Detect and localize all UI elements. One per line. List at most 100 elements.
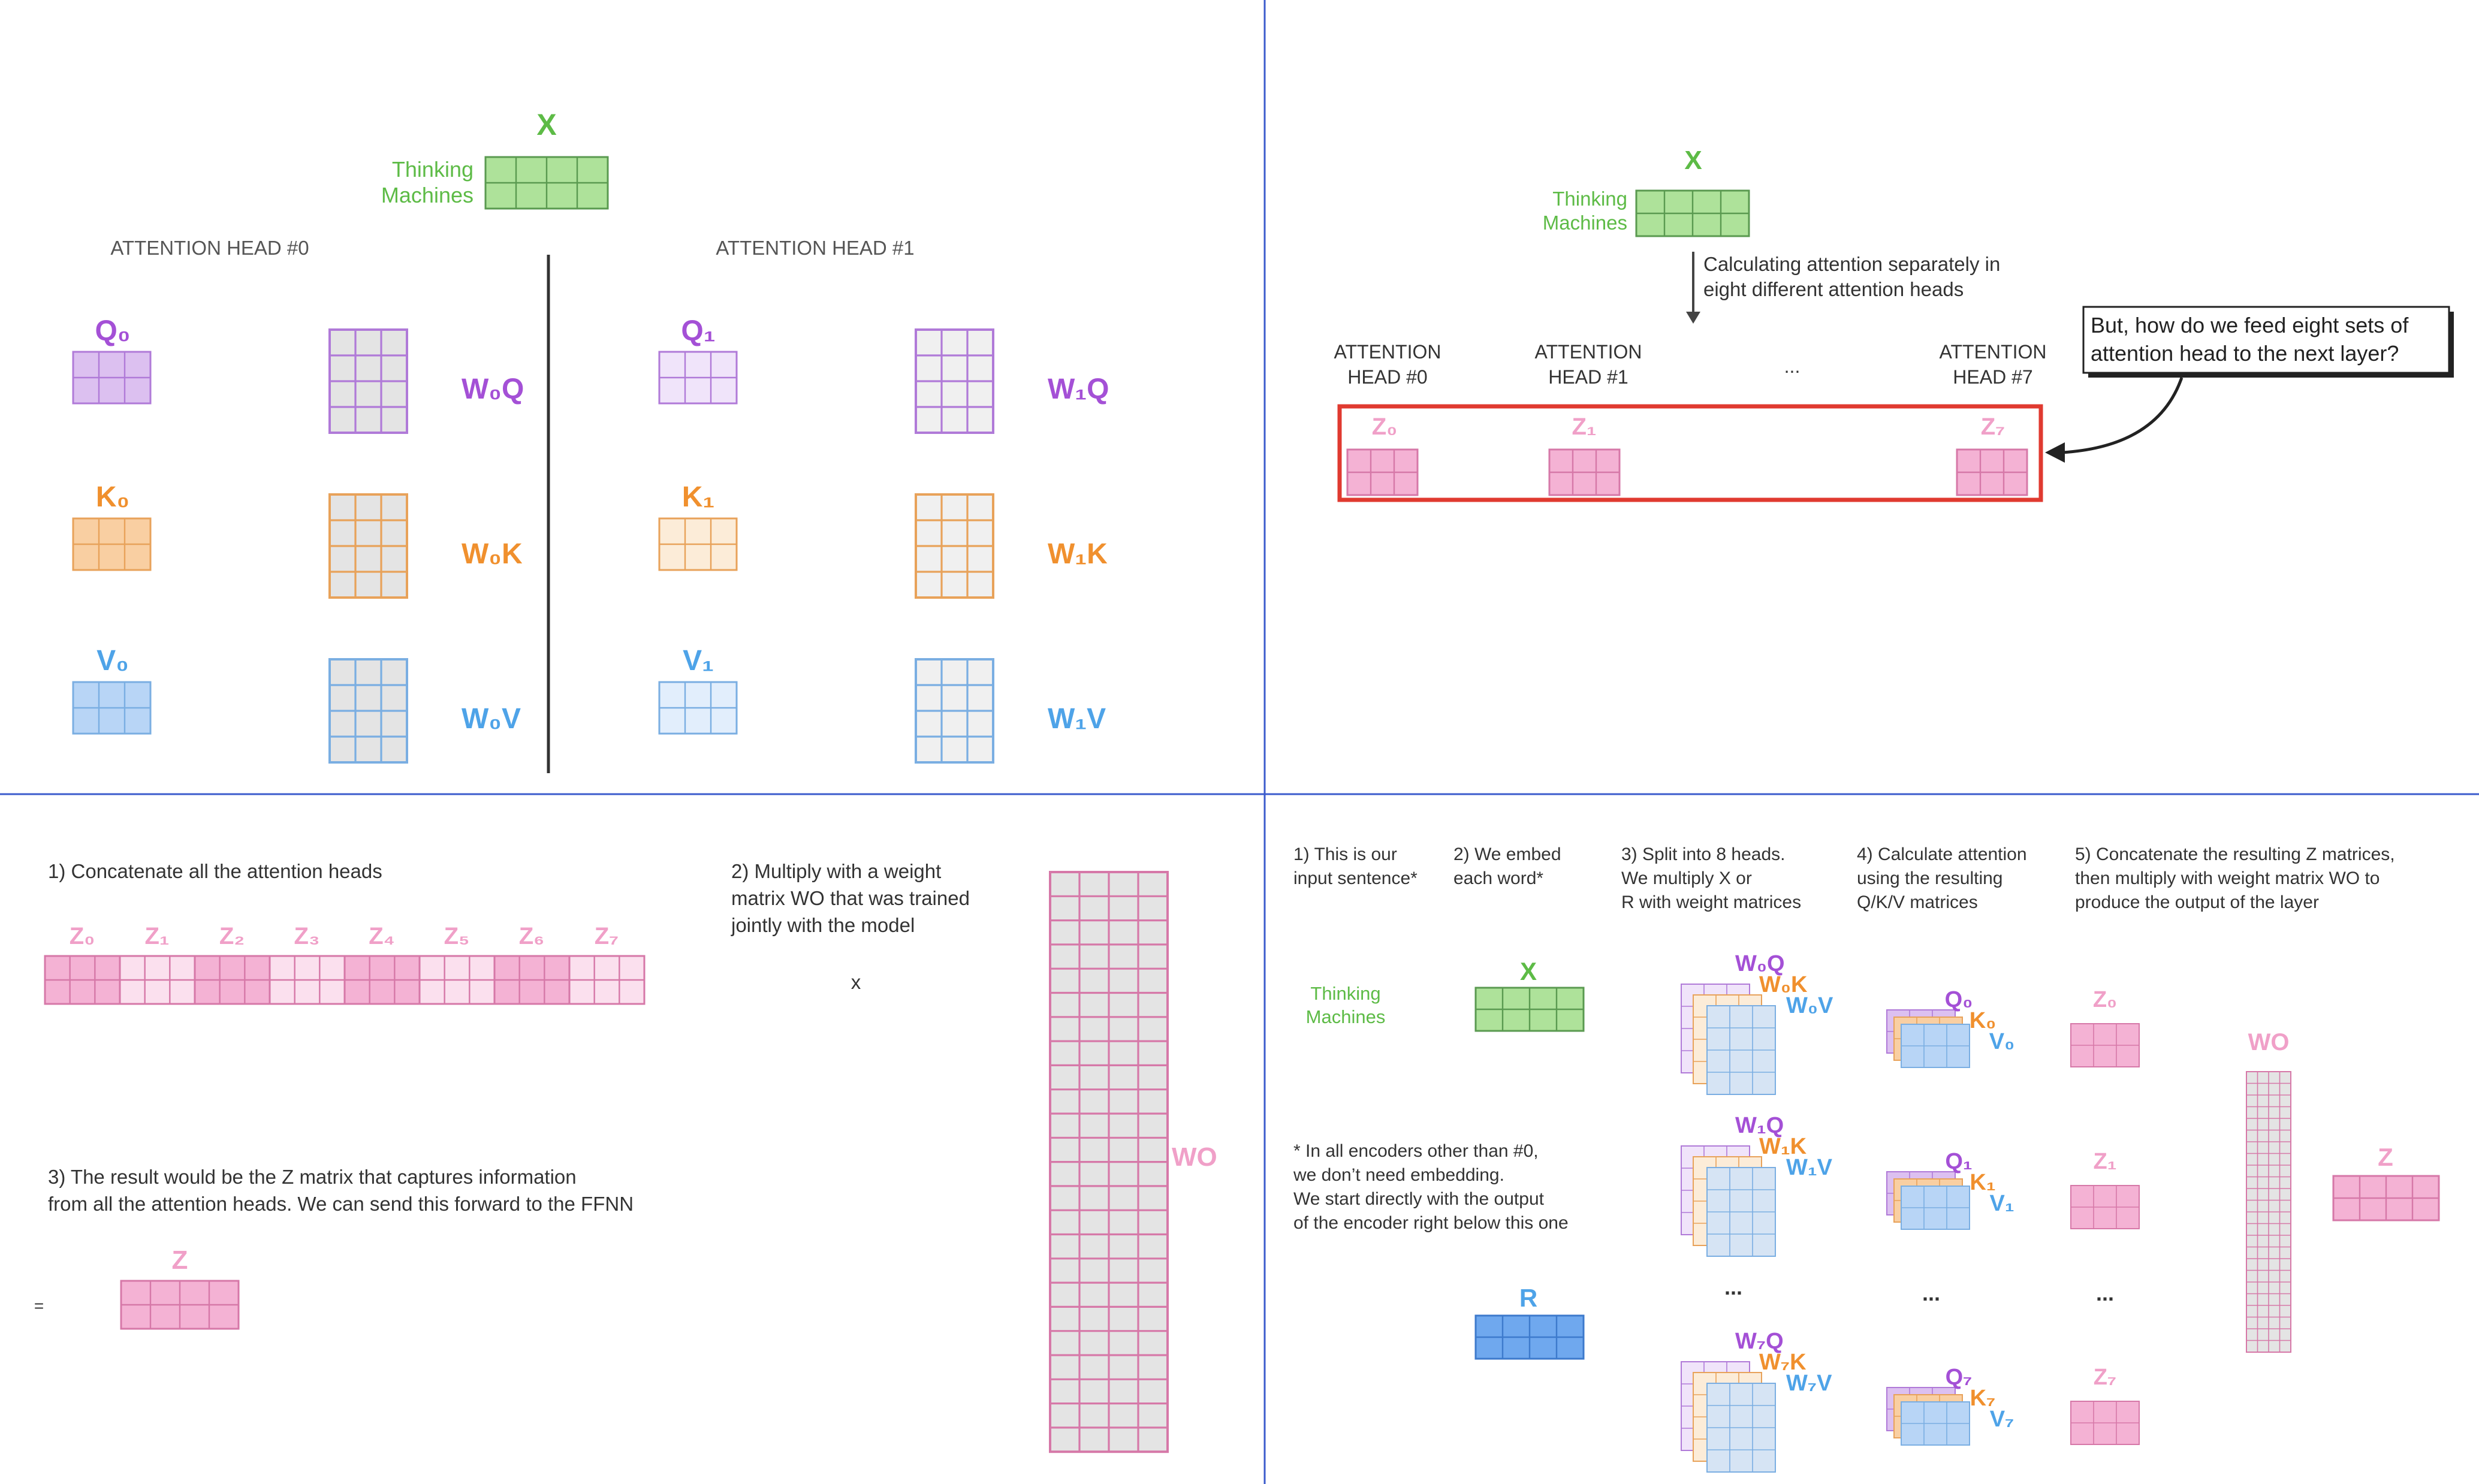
col5-line1: 5) Concatenate the resulting Z matrices, — [2075, 844, 2395, 864]
p2-x-matrix-cells — [1635, 189, 1750, 237]
result-z-cells — [120, 1280, 240, 1330]
p4-z-row-matrix — [2070, 1401, 2140, 1445]
step2-line1: 2) Multiply with a weight — [731, 860, 941, 882]
concat-z-block — [194, 955, 271, 1005]
p4-wk-label: W₁K — [1759, 1134, 1807, 1159]
split-arrow-head — [1686, 312, 1700, 324]
wo-cells — [1049, 871, 1169, 1453]
p1-x-label: X — [536, 108, 556, 141]
col4-line3: Q/K/V matrices — [1857, 892, 1978, 912]
p4-z-label: Z — [2378, 1143, 2393, 1171]
p4-wk-label: W₀K — [1759, 972, 1808, 997]
p2-z7-label: Z₇ — [1981, 414, 2005, 440]
col3-line1: 3) Split into 8 heads. — [1621, 844, 1786, 864]
p4-z-cells — [2332, 1175, 2440, 1221]
p4-r-label: R — [1519, 1284, 1537, 1312]
equals-sign: = — [34, 1296, 44, 1315]
p2-head7-line1: ATTENTION — [1940, 341, 2047, 363]
concatenated-z-matrix — [44, 955, 646, 1005]
w1q-label: W₁Q — [1048, 373, 1109, 405]
p4-wv-label: W₇V — [1786, 1371, 1832, 1396]
col5-line2: then multiply with weight matrix WO to — [2075, 868, 2380, 888]
callout-arrow — [2061, 377, 2184, 454]
w-v1-matrix — [915, 658, 994, 764]
note-line2: we don’t need embedding. — [1293, 1165, 1504, 1185]
p2-head7-line2: HEAD #7 — [1953, 366, 2032, 388]
k1-label: K₁ — [682, 481, 715, 513]
v1-matrix — [658, 681, 738, 735]
wv-stack-front — [1706, 1167, 1776, 1257]
times-sign: x — [851, 971, 861, 993]
panel-eight-heads: X Thinking Machines Calculating attentio… — [1334, 146, 2454, 502]
p1-matrices — [72, 328, 994, 764]
p4-z-matrix — [2332, 1175, 2440, 1221]
p1-x-matrix — [484, 156, 609, 210]
p4-step-headers: 1) This is our input sentence* 2) We emb… — [1293, 844, 2395, 912]
p2-z1-label: Z₁ — [1572, 414, 1597, 440]
p4-k-label: K₁ — [1970, 1170, 1995, 1195]
p4-r-cells — [1474, 1314, 1585, 1360]
head0-title: ATTENTION HEAD #0 — [110, 237, 309, 259]
p2-head0-line2: HEAD #0 — [1347, 366, 1427, 388]
p4-ellipsis-qkv: ... — [1922, 1281, 1940, 1305]
p4-z-row-matrix — [2070, 1185, 2140, 1229]
col1-line2: input sentence* — [1293, 868, 1418, 888]
col2-line1: 2) We embed — [1453, 844, 1561, 864]
p4-z-label-row: Z₀ — [2093, 987, 2117, 1012]
concat-z-block — [568, 955, 646, 1005]
p4-wq-label: W₇Q — [1735, 1329, 1784, 1354]
note-line1: * In all encoders other than #0, — [1293, 1141, 1539, 1161]
p1-word-machines: Machines — [381, 183, 474, 207]
p4-k-label: K₇ — [1970, 1386, 1996, 1411]
step3-line1: 3) The result would be the Z matrix that… — [48, 1166, 577, 1188]
p2-head0-line1: ATTENTION — [1334, 341, 1441, 363]
note-line4: of the encoder right below this one — [1293, 1213, 1569, 1233]
p4-ellipsis-z: ... — [2096, 1281, 2114, 1305]
panel-concatenate: 1) Concatenate all the attention heads Z… — [34, 860, 1217, 1453]
p4-z-label-row: Z₇ — [2094, 1365, 2116, 1390]
q0-matrix — [72, 351, 152, 405]
col5-line3: produce the output of the layer — [2075, 892, 2319, 912]
p4-wo-label: WO — [2248, 1029, 2290, 1055]
w1k-label: W₁K — [1048, 538, 1108, 570]
p2-head1-line2: HEAD #1 — [1548, 366, 1628, 388]
wv-stack-front — [1706, 1005, 1776, 1095]
p4-x-cells — [1474, 987, 1585, 1032]
p4-v-label: V₁ — [1989, 1191, 2014, 1216]
concat-z-block — [493, 955, 571, 1005]
p4-word-machines: Machines — [1306, 1006, 1386, 1027]
wv-stack-front — [1706, 1383, 1776, 1473]
v1-label: V₁ — [683, 645, 714, 677]
concat-z-block — [44, 955, 121, 1005]
split-text-line1: Calculating attention separately in — [1703, 253, 2000, 275]
k1-matrix — [658, 517, 738, 571]
v-stack-front — [1901, 1401, 1970, 1446]
w0q-label: W₀Q — [462, 373, 524, 405]
p2-z1-matrix — [1548, 448, 1621, 496]
k0-label: K₀ — [96, 481, 129, 513]
p2-x-matrix — [1635, 189, 1750, 237]
p4-wq-label: W₀Q — [1735, 951, 1785, 976]
p4-v-label: V₇ — [1990, 1407, 2014, 1432]
w0v-label: W₀V — [462, 703, 521, 735]
p4-q-label: Q₀ — [1945, 987, 1973, 1012]
w-q1-matrix — [915, 328, 994, 434]
p2-z7-matrix — [1956, 448, 2028, 496]
p4-z-row-matrix — [2070, 1023, 2140, 1067]
p4-wo-matrix — [2246, 1071, 2291, 1353]
callout-arrow-head — [2045, 442, 2065, 463]
p4-wv-label: W₁V — [1786, 1155, 1833, 1180]
p2-word-thinking: Thinking — [1552, 188, 1627, 210]
p4-word-thinking: Thinking — [1310, 983, 1380, 1004]
panel-two-heads: X Thinking Machines ATTENTION HEAD #0 AT… — [72, 108, 1109, 773]
p2-head1-line1: ATTENTION — [1535, 341, 1642, 363]
concat-z-block — [269, 955, 346, 1005]
p3-wo-label: WO — [1172, 1142, 1217, 1172]
p4-wv-label: W₀V — [1786, 993, 1833, 1018]
w0k-label: W₀K — [462, 538, 523, 570]
v0-label: V₀ — [96, 645, 129, 677]
col3-line3: R with weight matrices — [1621, 892, 1801, 912]
